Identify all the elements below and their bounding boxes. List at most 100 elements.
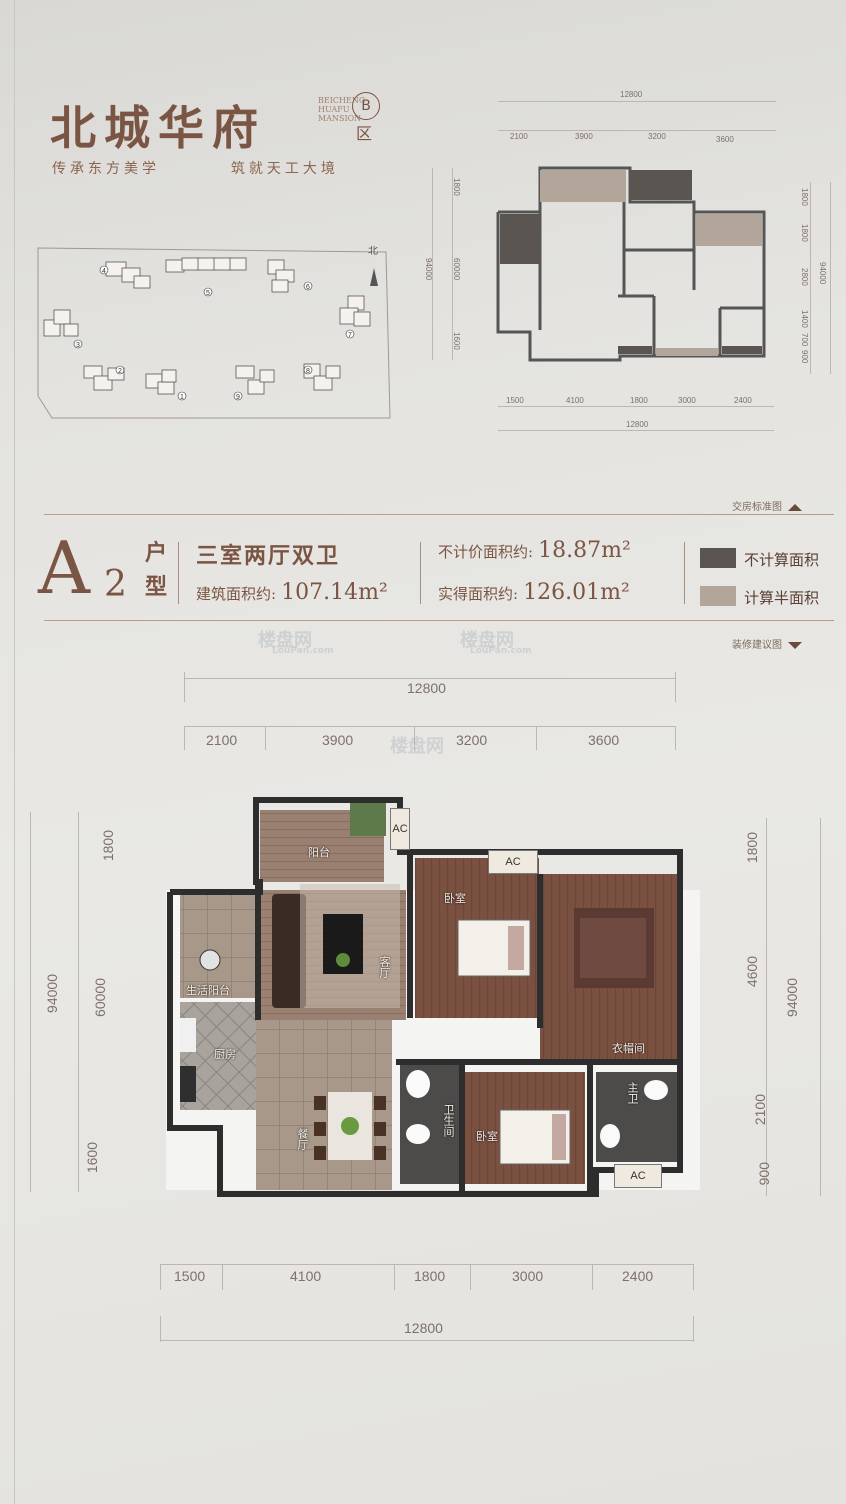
room-bedroom-1: 卧室 [444, 892, 466, 905]
watermark-1: 楼盘网 [258, 630, 312, 651]
bldg-5: 5 [206, 290, 210, 297]
main-top-seg-4: 3600 [588, 732, 620, 748]
divider-2 [420, 542, 421, 604]
legend-label-half-computed: 计算半面积 [744, 589, 820, 607]
watermark-2: 楼盘网 [460, 630, 514, 651]
small-left-seg-1: 1800 [452, 178, 461, 196]
room-bedroom-2: 卧室 [476, 1130, 498, 1143]
room-utility-balcony: 生活阳台 [186, 984, 230, 997]
main-right-seg-1: 1800 [744, 832, 760, 864]
unit-type-char-2: 型 [145, 574, 168, 600]
slogan-left: 传承东方美学 [52, 161, 160, 177]
small-right-total: 94000 [818, 262, 827, 285]
building-area-label: 建筑面积约: [196, 585, 277, 603]
main-top-seg-3: 3200 [456, 732, 488, 748]
unit-type-char-1: 户 [145, 540, 168, 566]
main-left-top: 1800 [100, 830, 116, 862]
divider-3 [684, 542, 685, 604]
small-top-total: 12800 [620, 90, 643, 99]
small-right-seg-2: 1800 [800, 224, 809, 242]
room-balcony: 阳台 [308, 846, 330, 859]
small-bottom-seg-1: 1500 [506, 396, 524, 405]
slogan: 传承东方美学 筑就天工大境 [52, 158, 339, 178]
main-top-seg-1: 2100 [206, 732, 238, 748]
small-bottom-total: 12800 [626, 420, 649, 429]
zone-badge: B [352, 92, 380, 120]
brand-english: BEICHENG HUAFU MANSION [318, 96, 366, 123]
legend-swatch-half-computed [700, 586, 736, 606]
standard-plan-toggle[interactable]: 交房标准图 [732, 498, 802, 513]
small-bottom-seg-4: 3000 [678, 396, 696, 405]
bldg-7: 7 [348, 332, 352, 339]
bldg-2: 2 [118, 368, 122, 375]
small-top-seg-3: 3200 [648, 132, 666, 141]
bldg-3: 3 [76, 342, 80, 349]
chevron-down-icon [788, 641, 802, 649]
section-divider-top [44, 514, 834, 515]
main-bottom-seg-1: 1500 [174, 1268, 206, 1284]
main-bottom-total: 12800 [404, 1320, 443, 1336]
unit-letter: A [38, 526, 90, 610]
non-priced-area: 不计价面积约: 18.87m² [438, 538, 631, 563]
building-area: 建筑面积约: 107.14m² [196, 580, 388, 605]
decoration-plan-label: 装修建议图 [732, 640, 782, 651]
small-right-seg-6: 900 [800, 350, 809, 364]
decoration-plan-toggle[interactable]: 装修建议图 [732, 636, 802, 651]
small-right-seg-4: 1400 [800, 310, 809, 328]
room-dining: 餐厅 [296, 1128, 309, 1150]
small-left-seg-3: 1600 [452, 332, 461, 350]
small-bottom-seg-2: 4100 [566, 396, 584, 405]
main-bottom-seg-2: 4100 [290, 1268, 322, 1284]
room-master-bath: 主卫 [626, 1082, 639, 1104]
actual-label: 实得面积约: [438, 585, 519, 603]
small-left-total: 94000 [424, 258, 433, 281]
main-bottom-seg-4: 3000 [512, 1268, 544, 1284]
actual-value: 126.01m² [523, 580, 630, 605]
small-bottom-seg-3: 1800 [630, 396, 648, 405]
room-living: 客厅 [378, 956, 391, 978]
divider-1 [178, 542, 179, 604]
paper-edge [14, 0, 15, 1504]
ac-unit-bedroom-1: AC [488, 850, 538, 874]
main-floor-plan [166, 797, 700, 1197]
building-area-value: 107.14m² [281, 580, 388, 605]
room-cloakroom: 衣帽间 [612, 1042, 645, 1055]
legend-swatch-non-computed [700, 548, 736, 568]
site-buildings [43, 257, 371, 395]
north-arrow-icon [370, 268, 378, 286]
small-right-seg-3: 2800 [800, 268, 809, 286]
room-kitchen: 厨房 [214, 1048, 236, 1061]
unit-number: 2 [104, 564, 127, 605]
main-right-total: 94000 [784, 978, 800, 1017]
non-priced-value: 18.87m² [538, 538, 631, 563]
non-priced-label: 不计价面积约: [438, 543, 534, 561]
bldg-6: 6 [306, 284, 310, 291]
main-left-outer: 94000 [44, 974, 60, 1013]
main-top-total: 12800 [407, 680, 446, 696]
watermark-3: 楼盘网 [390, 736, 444, 757]
main-left-bottom: 1600 [84, 1142, 100, 1174]
small-bottom-seg-5: 2400 [734, 396, 752, 405]
main-bottom-seg-5: 2400 [622, 1268, 654, 1284]
main-right-seg-2: 4600 [744, 956, 760, 988]
site-plan-map: 4 5 6 3 7 2 1 9 8 北 [37, 246, 391, 419]
bldg-4: 4 [102, 268, 106, 275]
site-building-numbers: 4 5 6 3 7 2 1 9 8 [73, 265, 355, 401]
standard-plan-label: 交房标准图 [732, 502, 782, 513]
small-top-seg-1: 2100 [510, 132, 528, 141]
main-left-mid: 60000 [92, 978, 108, 1017]
main-top-seg-2: 3900 [322, 732, 354, 748]
watermark-url-2: LouPan.com [470, 646, 532, 656]
zone-label: 区 [356, 124, 373, 143]
small-floor-plan [496, 166, 766, 362]
small-top-seg-2: 3900 [575, 132, 593, 141]
main-right-seg-3: 2100 [752, 1094, 768, 1126]
bldg-8: 8 [306, 368, 310, 375]
watermark-url-1: LouPan.com [272, 646, 334, 656]
small-right-seg-1: 1800 [800, 188, 809, 206]
chevron-up-icon [788, 503, 802, 511]
small-top-seg-4: 3600 [716, 135, 734, 144]
layout-name: 三室两厅双卫 [196, 543, 341, 569]
ac-unit-balcony: AC [390, 808, 410, 850]
section-divider-bottom [44, 620, 834, 621]
